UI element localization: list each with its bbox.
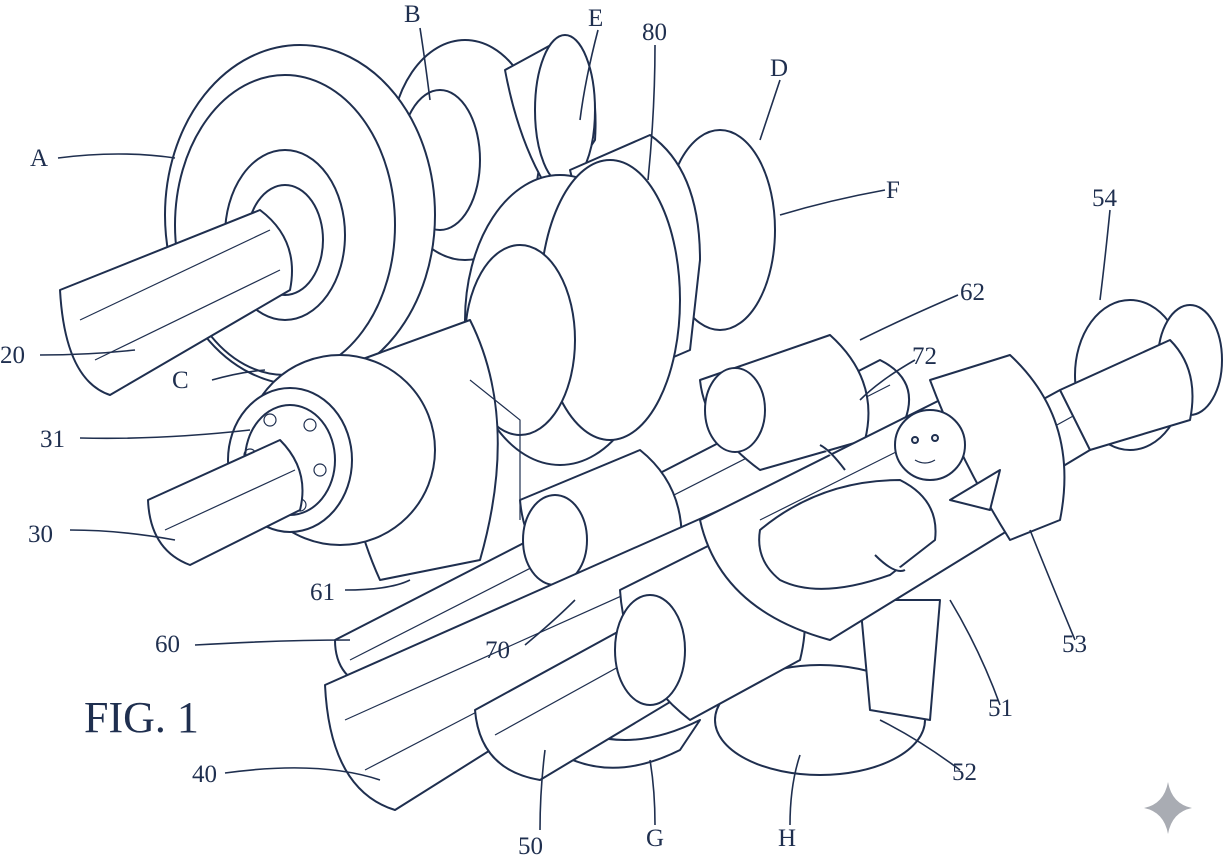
- ref-51: 51: [988, 695, 1013, 722]
- ref-30: 30: [28, 521, 53, 548]
- ref-g: G: [646, 825, 664, 852]
- sparkle-icon: [1144, 782, 1192, 834]
- ref-50: 50: [518, 833, 543, 860]
- ref-80: 80: [642, 19, 667, 46]
- ref-31: 31: [40, 426, 65, 453]
- ref-h: H: [778, 825, 796, 852]
- ref-62: 62: [960, 279, 985, 306]
- shaft-20: [59, 209, 293, 396]
- ref-53: 53: [1062, 631, 1087, 658]
- ref-72: 72: [912, 343, 937, 370]
- ref-d: D: [770, 55, 788, 82]
- shaft-30: [147, 439, 304, 566]
- ref-70: 70: [485, 637, 510, 664]
- ref-20: 20: [0, 342, 25, 369]
- baby-figure: [758, 409, 1001, 590]
- gear-54: [1059, 299, 1223, 451]
- collar-62: [699, 334, 870, 471]
- gear-h: [714, 599, 941, 776]
- ref-52: 52: [952, 759, 977, 786]
- leader-lines: [39, 27, 1111, 831]
- ref-f: F: [886, 177, 900, 204]
- ref-61: 61: [310, 579, 335, 606]
- ref-a: A: [30, 145, 48, 172]
- ref-60: 60: [155, 631, 180, 658]
- ref-e: E: [588, 5, 603, 32]
- ref-54: 54: [1092, 185, 1118, 212]
- ref-b: B: [404, 1, 421, 28]
- figure-title: FIG. 1: [84, 693, 199, 742]
- ref-c: C: [172, 367, 189, 394]
- ref-40: 40: [192, 761, 217, 788]
